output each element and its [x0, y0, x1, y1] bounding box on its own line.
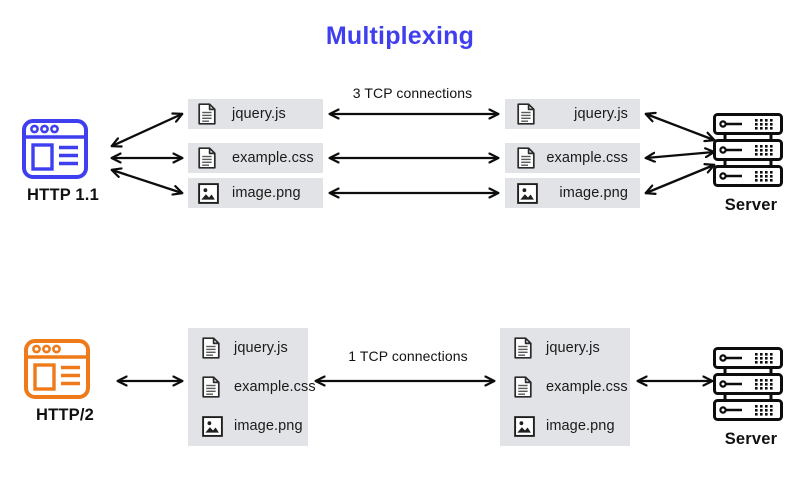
- file-row: example.css: [514, 368, 630, 407]
- http11-connection-label: 3 TCP connections: [352, 85, 473, 101]
- file-name: image.png: [546, 418, 615, 434]
- http2-client-label: HTTP/2: [35, 406, 95, 424]
- http2-left-file-group: jquery.js example.css: [188, 328, 316, 446]
- http11-right-file-2: image.png: [505, 178, 640, 208]
- document-icon: [202, 337, 220, 359]
- file-name: image.png: [234, 418, 303, 434]
- document-icon: [517, 147, 535, 169]
- file-row: example.css: [517, 147, 628, 169]
- file-row: example.css: [202, 368, 316, 407]
- file-row: image.png: [198, 182, 313, 204]
- file-row: image.png: [517, 182, 628, 204]
- arrow-client-file-2: [112, 170, 182, 193]
- http2-server: Server: [712, 346, 790, 449]
- document-icon: [198, 103, 216, 125]
- http11-client: HTTP 1.1: [20, 118, 106, 205]
- document-icon: [202, 376, 220, 398]
- arrow-file-server-2: [646, 165, 714, 193]
- http2-right-file-group: jquery.js example.css: [500, 328, 630, 446]
- server-icon: [712, 346, 790, 424]
- http11-server-label: Server: [724, 196, 778, 214]
- document-icon: [514, 376, 532, 398]
- browser-icon: [20, 118, 106, 180]
- file-name: image.png: [232, 185, 301, 201]
- file-row: jquery.js: [517, 103, 628, 125]
- file-name: example.css: [546, 150, 628, 166]
- http11-left-file-2: image.png: [188, 178, 323, 208]
- document-icon: [514, 337, 532, 359]
- image-icon: [514, 415, 535, 437]
- http11-left-file-1: example.css: [188, 143, 323, 173]
- file-name: image.png: [559, 185, 628, 201]
- http2-server-label: Server: [724, 430, 778, 448]
- arrow-file-server-0: [646, 114, 714, 140]
- http2-client: HTTP/2: [22, 338, 108, 425]
- image-icon: [202, 415, 223, 437]
- document-icon: [198, 147, 216, 169]
- file-name: jquery.js: [546, 340, 600, 356]
- file-name: example.css: [546, 379, 628, 395]
- http11-right-file-1: example.css: [505, 143, 640, 173]
- server-icon: [712, 112, 790, 190]
- file-row: jquery.js: [202, 329, 308, 368]
- arrow-file-server-1: [646, 152, 714, 158]
- image-icon: [517, 182, 538, 204]
- file-row: image.png: [202, 407, 308, 446]
- arrow-client-file-0: [112, 114, 182, 146]
- http11-right-file-0: jquery.js: [505, 99, 640, 129]
- file-name: example.css: [234, 379, 316, 395]
- browser-icon: [22, 338, 108, 400]
- file-name: jquery.js: [232, 106, 286, 122]
- image-icon: [198, 182, 219, 204]
- http11-client-label: HTTP 1.1: [27, 186, 99, 204]
- file-row: jquery.js: [198, 103, 313, 125]
- file-row: image.png: [514, 407, 630, 446]
- http11-left-file-0: jquery.js: [188, 99, 323, 129]
- file-row: example.css: [198, 147, 314, 169]
- http2-connection-label: 1 TCP connections: [348, 348, 468, 364]
- file-name: jquery.js: [574, 106, 628, 122]
- document-icon: [517, 103, 535, 125]
- file-row: jquery.js: [514, 329, 630, 368]
- http11-server: Server: [712, 112, 790, 215]
- file-name: jquery.js: [234, 340, 288, 356]
- file-name: example.css: [232, 150, 314, 166]
- page-title: Multiplexing: [325, 22, 475, 50]
